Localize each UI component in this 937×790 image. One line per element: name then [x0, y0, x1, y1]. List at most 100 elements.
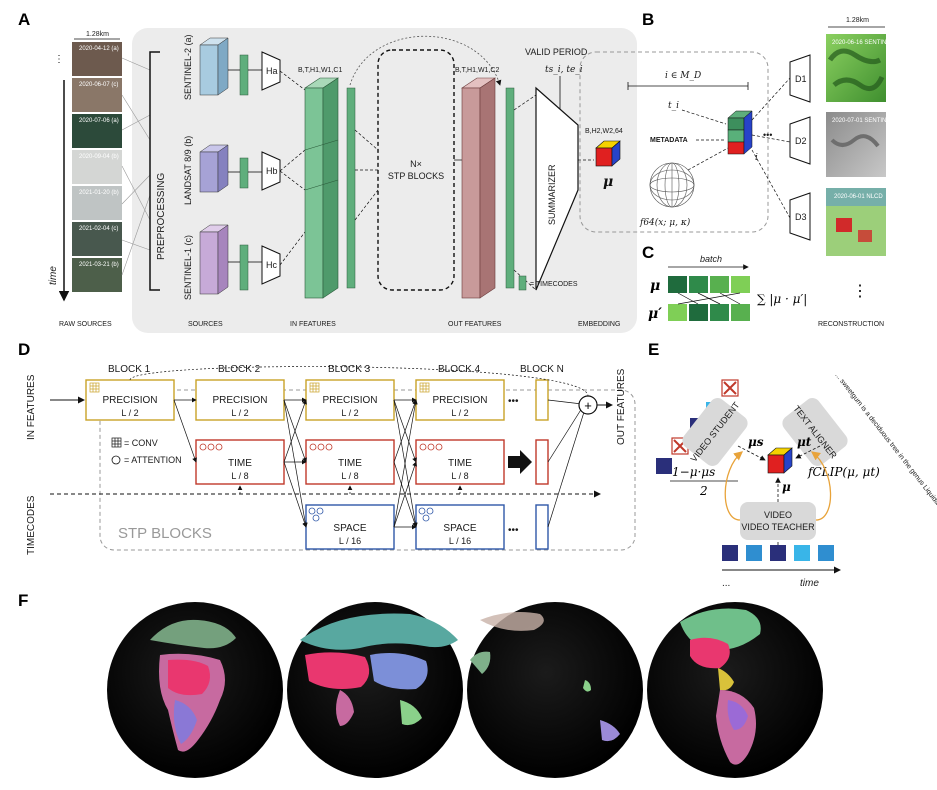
vmf-sphere-icon: [649, 162, 695, 208]
block-cross-connections: [173, 397, 585, 530]
panel-label-b: B: [642, 10, 654, 29]
in-features-shape: B,T,H1,W1,C1: [298, 67, 342, 74]
student-to-cube: [737, 445, 766, 461]
time-label: time: [48, 266, 59, 285]
preprocessing-label: PREPROCESSING: [156, 173, 167, 260]
recon-image-3-water: [826, 188, 886, 206]
attention-legend-icon: [111, 455, 121, 465]
recon-image-2-pattern: [830, 134, 880, 148]
time-2-label: TIME: [228, 458, 252, 469]
time-2-size: L / 8: [231, 471, 248, 481]
recon-label-2: 2020-07-01 SENTINEL-1: [832, 118, 900, 124]
raw-date-7: 2021-03-21 (b): [79, 262, 119, 268]
raw-date-1: 2020-04-12 (a): [79, 46, 119, 52]
sum-plus-icon: +: [584, 398, 592, 413]
mu-prime-row: [668, 304, 750, 321]
time-3-size: L / 8: [341, 471, 358, 481]
out-features-shape: B,T,H1,W1,C2: [455, 67, 499, 74]
source-cube-landsat: [199, 144, 229, 193]
block-headers: BLOCK 1 BLOCK 2 BLOCK 3 BLOCK 4 BLOCK N: [108, 364, 564, 375]
recon-image-3-urban-2: [858, 230, 872, 242]
source-label-sentinel1: SENTINEL-1 (c): [183, 235, 193, 300]
time-4-label: TIME: [448, 458, 472, 469]
raw-date-4: 2020-09-04 (b): [79, 154, 119, 160]
reconstruction-label: RECONSTRUCTION: [818, 321, 884, 328]
decoder-1: D1: [789, 54, 811, 103]
time-4-size: L / 8: [451, 471, 468, 481]
mu-prime-label: μ′: [648, 306, 662, 322]
in-features-timecode: [346, 87, 356, 289]
panel-label-a: A: [18, 10, 30, 29]
block-n-header: BLOCK N: [520, 364, 564, 375]
time-block-3: TIME L / 8: [305, 439, 395, 485]
summarizer: [535, 86, 579, 291]
out-features-side-label: OUT FEATURES: [616, 368, 627, 445]
recon-scale-label: 1.28km: [846, 17, 869, 24]
decoder-3: D3: [789, 192, 811, 241]
aligner-quote: ... sweetgum is a deciduous tree in the …: [833, 372, 937, 589]
decoder-3-label: D3: [795, 212, 807, 222]
metadata-label: METADATA: [650, 137, 688, 144]
raw-source-images: [72, 42, 122, 292]
video-teacher: [740, 502, 816, 540]
precision-1-size: L / 2: [121, 408, 138, 418]
ellipsis-top: ⋮: [54, 54, 64, 65]
recon-label-1: 2020-06-16 SENTINEL-2: [832, 40, 900, 46]
embedding-mu: μ: [603, 174, 613, 190]
block-n-precision: [535, 379, 549, 421]
block-2-header: BLOCK 2: [218, 364, 261, 375]
panel-label-c: C: [642, 243, 654, 262]
raw-image-2: [72, 78, 122, 112]
stp-blocks-label: STP BLOCKS: [388, 171, 444, 181]
precision-ellipsis: •••: [508, 396, 519, 407]
block-4-header: BLOCK 4: [438, 364, 481, 375]
decoder-2: D2: [789, 116, 811, 165]
time-block-2: TIME L / 8: [195, 439, 285, 485]
source-label-landsat: LANDSAT 8/9 (b): [183, 136, 193, 205]
attention-icons-time: [199, 443, 443, 451]
mu-s-label: μs: [748, 435, 764, 449]
source-to-timecode-lines: [228, 69, 262, 263]
residual-arc: [349, 35, 502, 86]
cube-to-decoder-dashes: [751, 77, 791, 219]
t-i-label: t_i: [668, 101, 679, 111]
clip-loss: fCLIP(μ, μt): [807, 465, 880, 479]
timecodes-side-label: TIMECODES: [26, 495, 37, 555]
block-1-header: BLOCK 1: [108, 364, 151, 375]
recon-ellipsis: ⋮: [852, 283, 868, 300]
panel-label-d: D: [18, 340, 30, 359]
embedding-shape: B,H2,W2,64: [585, 128, 623, 135]
raw-image-dates: 2020-04-12 (a) 2020-06-07 (c) 2020-07-06…: [79, 46, 119, 268]
label-out-features: OUT FEATURES: [448, 321, 502, 328]
teacher-time-label: time: [800, 578, 819, 589]
globe-americas: [647, 602, 823, 778]
stp-blocks-n: N×: [410, 159, 422, 169]
raw-image-5: [72, 186, 122, 220]
head-to-infeatures-dashes: [279, 70, 306, 266]
timecode-up-arrows: [237, 485, 463, 494]
raw-scale-label: 1.28km: [86, 31, 109, 38]
space-4-label: SPACE: [443, 523, 476, 534]
raw-date-6: 2021-02-04 (c): [79, 226, 118, 232]
precision-3-label: PRECISION: [322, 395, 377, 406]
stp-blocks-region-label: STP BLOCKS: [118, 525, 212, 542]
space-block-4: SPACE L / 16: [415, 504, 505, 550]
block-n-time: [535, 439, 549, 485]
raw-image-4: [72, 150, 122, 184]
precision-block-2: PRECISION L / 2: [195, 379, 285, 421]
out-features-timecode: [505, 87, 515, 289]
mu-e-label: μ: [782, 480, 791, 494]
raw-image-3: [72, 114, 122, 148]
residual-dotted: [129, 366, 589, 397]
space-3-size: L / 16: [339, 536, 361, 546]
teacher-time-ellipsis: ...: [722, 578, 730, 589]
label-sources: SOURCES: [188, 321, 223, 328]
infeatures-to-stp-dashes: [354, 129, 379, 221]
t-i-dash: [681, 109, 727, 125]
head-a-label: Ha: [266, 66, 278, 76]
time-3-label: TIME: [338, 458, 362, 469]
raw-image-7: [72, 258, 122, 292]
decoder-2-label: D2: [795, 136, 807, 146]
teacher-input-frames: [722, 545, 834, 561]
